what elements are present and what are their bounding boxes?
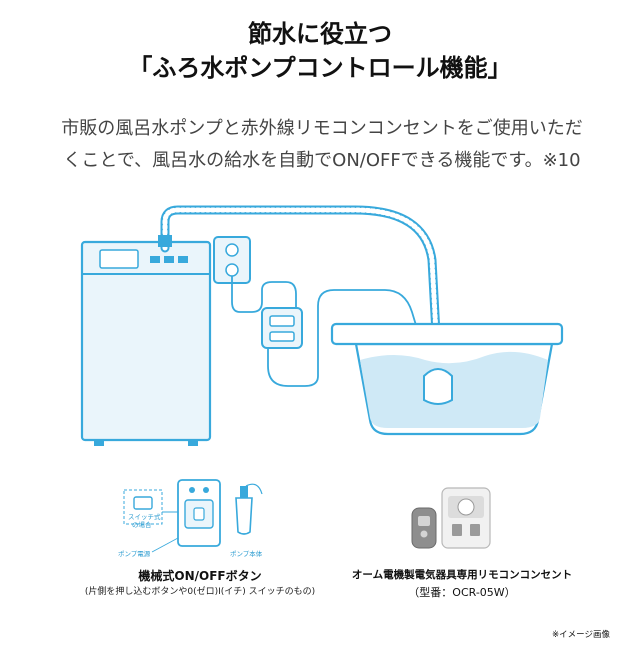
pump-power-label: ポンプ電源 xyxy=(118,549,151,558)
pump-body-icon xyxy=(235,483,263,535)
switch-type-box: スイッチ式 の場合 xyxy=(123,489,180,529)
description-line2: くことで、風呂水の給水を自動でON/OFFできる機能です。※10 xyxy=(63,150,581,171)
power-cord xyxy=(231,276,429,387)
pump-body-label: ポンプ本体 xyxy=(230,549,263,558)
switch-label-line1: スイッチ式 xyxy=(128,512,161,521)
remote-outlet-caption: オーム電機製電気器具専用リモコンコンセント xyxy=(351,569,573,581)
description-line1: 市販の風呂水ポンプと赤外線リモコンコンセントをご使用いただ xyxy=(61,118,583,139)
button-type-subcaption: (片側を押し込むボタンや0(ゼロ)I(イチ) スイッチのもの) xyxy=(84,587,316,597)
switch-label-line2: の場合 xyxy=(132,520,152,529)
bath-pump-icon xyxy=(423,368,453,405)
bath-pump-illustration: スイッチ式 の場合 ポンプ電源 ポンプ本体 xyxy=(80,205,564,558)
remote-control-icon xyxy=(411,507,437,549)
heading-line2: 「ふろ水ポンプコントロール機能」 xyxy=(128,54,512,82)
water-hose xyxy=(158,205,443,375)
pump-power-unit-icon xyxy=(177,479,221,547)
heading-line1: 節水に役立つ xyxy=(248,20,392,48)
model-number: （型番：OCR-05W） xyxy=(408,586,516,599)
ocr-outlet-product-icon xyxy=(441,487,491,549)
image-note: ※イメージ画像 xyxy=(552,630,610,640)
washing-machine-icon xyxy=(80,240,212,446)
bathtub-icon xyxy=(330,322,564,436)
button-type-caption: 機械式ON/OFFボタン xyxy=(138,569,262,583)
remote-outlet-icon xyxy=(261,307,303,349)
